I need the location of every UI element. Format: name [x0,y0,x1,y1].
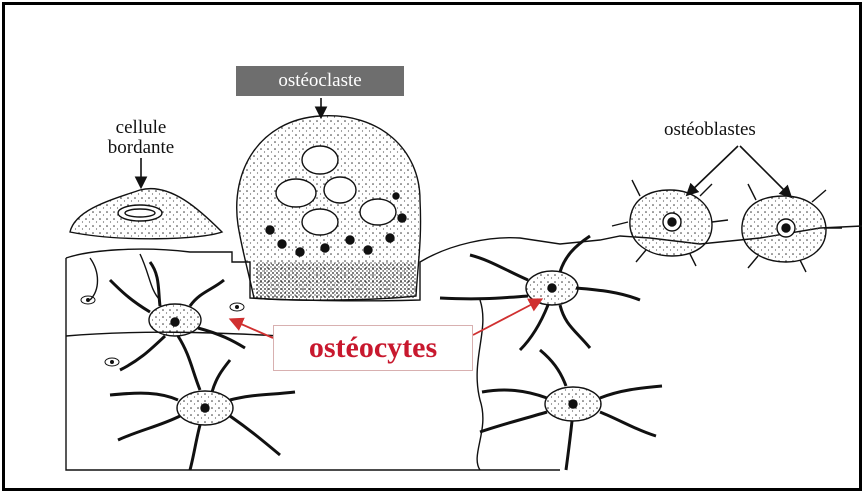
label-osteoblastes: ostéoblastes [664,120,844,140]
lining-cell [70,189,222,239]
osteoclast [237,116,421,300]
arrow-osteoblast-2 [740,146,790,196]
label-osteoclaste: ostéoclaste [236,66,404,96]
label-bordante: bordante [66,138,216,158]
arrow-osteoblast-1 [688,146,738,194]
osteocyte-2 [110,360,295,470]
osteocyte-4 [480,350,662,470]
osteoblast-2 [742,184,842,272]
osteocyte-1 [110,262,245,390]
label-cellule: cellule [66,118,216,138]
label-osteocytes: ostéocytes [273,325,473,371]
osteoblast-1 [612,180,728,266]
arrow-osteocyte-left [232,320,273,338]
